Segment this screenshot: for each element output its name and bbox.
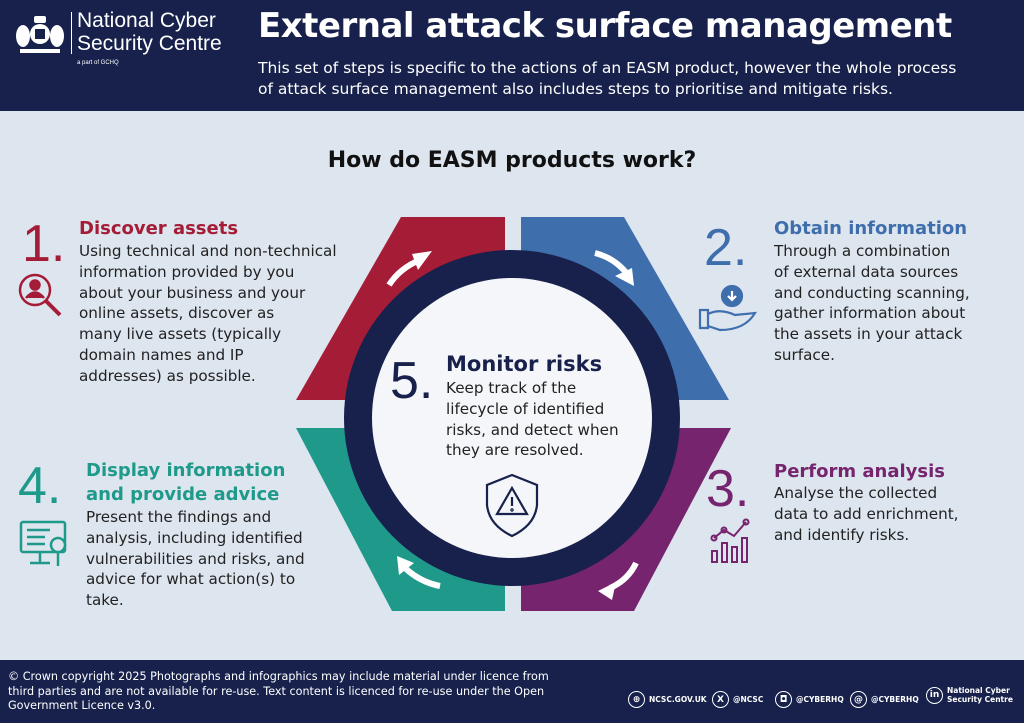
step-1-body: Using technical and non-technical inform…	[79, 242, 337, 385]
step-5-body: Keep track of the lifecycle of identifie…	[446, 379, 619, 460]
logo-text: National Cyber Security Centre	[77, 9, 222, 55]
social-instagram[interactable]: ◘@CYBERHQ	[775, 691, 844, 708]
step-3-body: Analyse the collected data to add enrich…	[774, 484, 959, 544]
linkedin-icon: in	[926, 686, 943, 704]
step-4-body: Present the findings and analysis, inclu…	[86, 508, 305, 610]
monitor-search-icon	[19, 520, 67, 566]
step-1-title: Discover assets	[79, 218, 239, 239]
step-3-title: Perform analysis	[774, 461, 945, 482]
globe-icon: ⊕	[628, 691, 645, 708]
hand-download-icon	[698, 284, 758, 332]
section-question: How do EASM products work?	[327, 148, 697, 173]
header: National Cyber Security Centre a part of…	[0, 0, 1024, 111]
social-website[interactable]: ⊕NCSC.GOV.UK	[628, 691, 707, 708]
chart-analysis-icon	[710, 518, 750, 563]
step-2-title: Obtain information	[774, 218, 968, 239]
page-title: External attack surface management	[258, 6, 952, 46]
step-3-number: 3.	[706, 460, 750, 518]
page-subtitle: This set of steps is specific to the act…	[258, 59, 957, 98]
search-user-icon	[18, 273, 62, 317]
step-5-title: Monitor risks	[446, 352, 603, 376]
shield-warning-icon	[485, 473, 539, 538]
arrow-icon	[402, 565, 441, 589]
instagram-icon: ◘	[775, 691, 792, 708]
logo-divider	[71, 12, 72, 54]
step-5-number: 5.	[390, 352, 434, 410]
footer: © Crown copyright 2025 Photographs and i…	[0, 660, 1024, 723]
center-disc	[372, 278, 652, 558]
royal-crest-logo	[16, 16, 64, 53]
step-4-number: 4.	[18, 457, 62, 515]
copyright-notice: © Crown copyright 2025 Photographs and i…	[8, 670, 549, 712]
step-2-body: Through a combination of external data s…	[774, 242, 970, 364]
step-1-number: 1.	[22, 215, 66, 273]
logo-subtext: a part of GCHQ	[77, 60, 119, 66]
social-threads[interactable]: @@CYBERHQ	[850, 691, 919, 708]
x-icon: X	[712, 691, 729, 708]
step-4-title: Display information and provide advice	[86, 460, 286, 505]
step-2-number: 2.	[704, 219, 748, 277]
social-x[interactable]: X@NCSC	[712, 691, 763, 708]
threads-icon: @	[850, 691, 867, 708]
